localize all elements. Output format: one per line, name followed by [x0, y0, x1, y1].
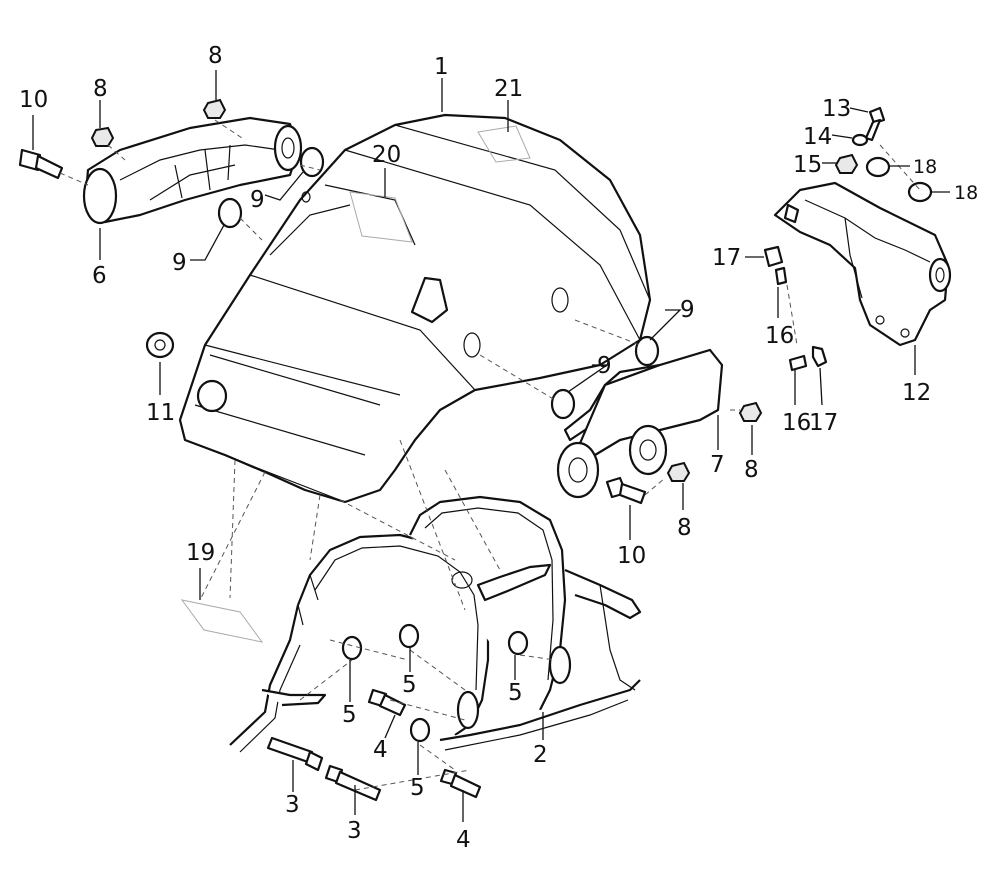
callout-9: 9	[172, 250, 187, 276]
sub-frame	[229, 495, 642, 753]
mounting-bracket-12	[773, 181, 952, 347]
callout-10: 10	[617, 543, 646, 569]
callout-3: 3	[347, 818, 362, 844]
callout-5: 5	[508, 680, 523, 706]
callout-1: 1	[434, 54, 449, 80]
callout-labels: 1 2 3 3 4 4 5 5 5 5 6 7 8 8 8 8 9 9 9 9 …	[19, 43, 978, 853]
rear-fender	[178, 113, 652, 504]
callout-8: 8	[744, 457, 759, 483]
callout-8: 8	[93, 76, 108, 102]
fender-bracket-tab	[410, 276, 449, 324]
callout-16: 16	[765, 323, 794, 349]
callout-17: 17	[809, 410, 838, 436]
callout-19: 19	[186, 540, 215, 566]
callout-5: 5	[402, 672, 417, 698]
callout-20: 20	[372, 142, 401, 168]
callout-15: 15	[793, 152, 822, 178]
callout-18: 18	[954, 182, 978, 204]
left-strut-bracket	[82, 116, 303, 225]
callout-9: 9	[250, 187, 265, 213]
callout-7: 7	[710, 452, 725, 478]
callout-13: 13	[822, 96, 851, 122]
leader-lines	[32, 70, 950, 822]
callout-10: 10	[19, 87, 48, 113]
callout-4: 4	[456, 827, 471, 853]
callout-8: 8	[208, 43, 223, 69]
callout-5: 5	[342, 702, 357, 728]
callout-11: 11	[146, 400, 175, 426]
callout-2: 2	[533, 742, 548, 768]
callout-9: 9	[597, 353, 612, 379]
callout-9: 9	[680, 297, 695, 323]
callout-4: 4	[373, 737, 388, 763]
callout-6: 6	[92, 263, 107, 289]
callout-8: 8	[677, 515, 692, 541]
fender-hole	[196, 379, 228, 413]
small-hardware	[18, 98, 933, 802]
callout-3: 3	[285, 792, 300, 818]
decal-21	[477, 125, 531, 163]
callout-21: 21	[494, 76, 523, 102]
right-strut-bracket	[556, 348, 724, 499]
assembly-lines	[59, 119, 921, 791]
callout-5: 5	[410, 775, 425, 801]
callout-17: 17	[712, 245, 741, 271]
decal-20	[349, 191, 413, 243]
callout-18: 18	[913, 156, 937, 178]
callout-14: 14	[803, 124, 832, 150]
callout-16: 16	[782, 410, 811, 436]
callout-12: 12	[902, 380, 931, 406]
